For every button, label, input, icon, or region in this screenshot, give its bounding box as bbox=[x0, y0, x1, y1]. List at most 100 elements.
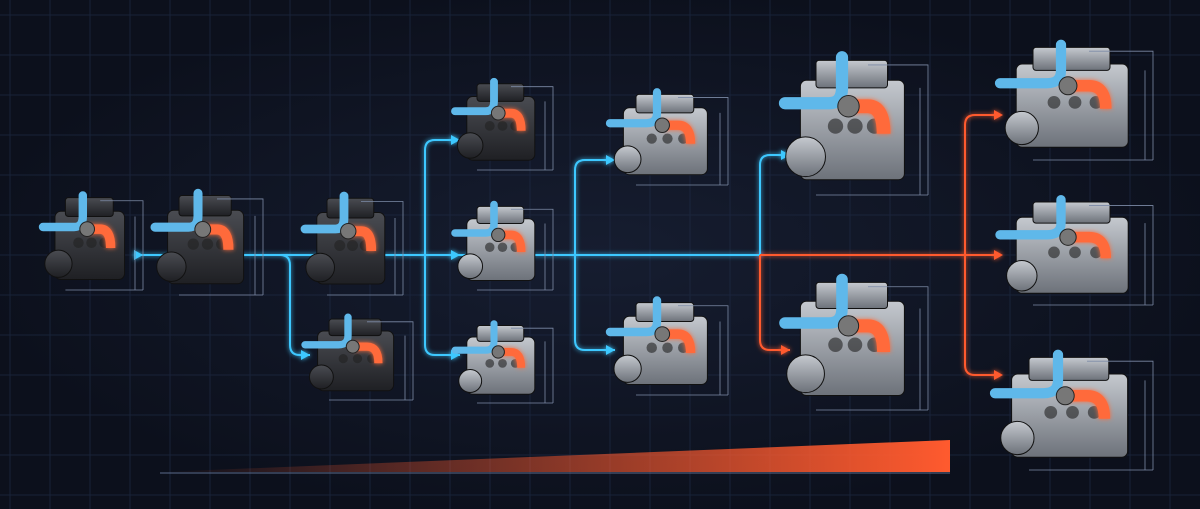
flywheel bbox=[305, 252, 336, 283]
cylinder-port bbox=[86, 237, 97, 248]
arrow-head-icon bbox=[451, 135, 460, 145]
exhaust-pipe bbox=[352, 342, 383, 364]
flywheel bbox=[156, 251, 187, 282]
dimension-lines bbox=[816, 64, 929, 196]
cylinder-head bbox=[815, 281, 888, 309]
cylinder-port bbox=[1087, 406, 1101, 419]
dimension-line bbox=[1029, 360, 1154, 471]
cylinder-head bbox=[326, 197, 375, 219]
exhaust-pipe bbox=[662, 329, 696, 354]
cylinder-head bbox=[635, 93, 695, 114]
intake-pipe bbox=[605, 88, 662, 128]
flywheel bbox=[456, 132, 484, 159]
flywheel bbox=[613, 354, 642, 383]
arrow-head-icon bbox=[451, 250, 460, 260]
arrow-head-icon bbox=[994, 370, 1003, 380]
flywheel bbox=[457, 253, 484, 280]
intake-pipe bbox=[779, 273, 848, 329]
cylinder-port bbox=[1047, 96, 1061, 109]
intake-pipe bbox=[451, 77, 498, 116]
exhaust-pipe bbox=[202, 224, 234, 250]
turbocharger bbox=[654, 117, 670, 133]
exhaust-pipe bbox=[662, 120, 696, 144]
engine-e11 bbox=[779, 273, 929, 411]
exhaust-pipe bbox=[1068, 231, 1112, 259]
branch-line bbox=[279, 254, 310, 356]
dimension-lines bbox=[179, 198, 264, 296]
arrow-head-icon bbox=[606, 345, 615, 355]
flywheel bbox=[308, 364, 334, 390]
cylinder-port bbox=[485, 242, 495, 252]
dimension-lines bbox=[329, 321, 414, 401]
exhaust-pipe bbox=[498, 230, 526, 253]
dimension-line bbox=[636, 97, 729, 186]
dimension-lines bbox=[636, 305, 729, 396]
dimension-line bbox=[477, 208, 554, 291]
cylinder-port bbox=[73, 237, 84, 248]
dimension-lines bbox=[1029, 360, 1154, 471]
intake-pipe bbox=[150, 188, 203, 232]
cylinder-port bbox=[847, 337, 863, 352]
exhaust-pipe bbox=[1065, 390, 1111, 420]
arrow-head-icon bbox=[301, 350, 310, 360]
cylinder-port bbox=[1066, 406, 1079, 419]
dimension-line bbox=[329, 321, 414, 401]
flywheel bbox=[613, 145, 642, 174]
cylinder-head bbox=[1028, 356, 1110, 381]
flywheel bbox=[1000, 420, 1035, 456]
cylinder-port bbox=[484, 121, 495, 131]
arrow-head-icon bbox=[606, 155, 615, 165]
intake-pipe bbox=[451, 200, 498, 237]
cylinder-port bbox=[485, 359, 495, 368]
cylinder-head bbox=[1032, 201, 1111, 224]
dimension-lines bbox=[636, 97, 729, 186]
turbocharger bbox=[79, 221, 96, 237]
intake-pipe bbox=[605, 296, 662, 337]
engine-e6 bbox=[451, 200, 554, 291]
exhaust-pipe bbox=[1068, 80, 1112, 110]
cylinder-port bbox=[662, 342, 673, 353]
exhaust-pipe bbox=[348, 226, 377, 252]
cylinder-port bbox=[334, 240, 346, 251]
intake-pipe bbox=[38, 191, 87, 232]
cylinder-port bbox=[1044, 406, 1058, 419]
intake-pipe bbox=[451, 320, 498, 354]
cylinder-port bbox=[338, 354, 348, 364]
arrow-head-icon bbox=[134, 250, 143, 260]
flywheel bbox=[1004, 110, 1039, 146]
exhaust-pipe bbox=[848, 319, 891, 353]
flywheel bbox=[458, 369, 483, 393]
cylinder-head bbox=[476, 325, 525, 342]
orange-branch-line bbox=[964, 114, 1000, 376]
cylinder-head bbox=[1032, 46, 1111, 71]
arrow-head-icon bbox=[994, 110, 1003, 120]
engine-e9 bbox=[605, 296, 729, 396]
cylinder-port bbox=[1090, 246, 1102, 259]
turbocharger bbox=[491, 227, 506, 243]
cylinder-head bbox=[64, 197, 114, 218]
cylinder-head bbox=[815, 59, 888, 89]
cylinder-port bbox=[187, 238, 199, 250]
engine-e4 bbox=[301, 313, 414, 401]
engine-e14 bbox=[989, 349, 1154, 471]
flywheel bbox=[1006, 260, 1038, 292]
turbocharger bbox=[194, 221, 212, 238]
dimension-lines bbox=[327, 201, 404, 296]
exhaust-pipe bbox=[848, 99, 891, 135]
cylinder-head bbox=[476, 205, 525, 224]
cylinder-port bbox=[497, 121, 508, 131]
dimension-line bbox=[1033, 50, 1154, 161]
engine-e13 bbox=[995, 195, 1154, 306]
branch-line bbox=[574, 159, 615, 351]
cylinder-port bbox=[828, 337, 843, 352]
exhaust-pipe bbox=[498, 348, 526, 368]
flywheel bbox=[785, 136, 826, 178]
dimension-lines bbox=[816, 286, 929, 411]
engine-e3 bbox=[300, 191, 404, 296]
dimension-line bbox=[636, 305, 729, 396]
cylinder-port bbox=[646, 342, 657, 353]
turbocharger bbox=[1059, 228, 1077, 246]
engine-e10 bbox=[778, 51, 929, 196]
